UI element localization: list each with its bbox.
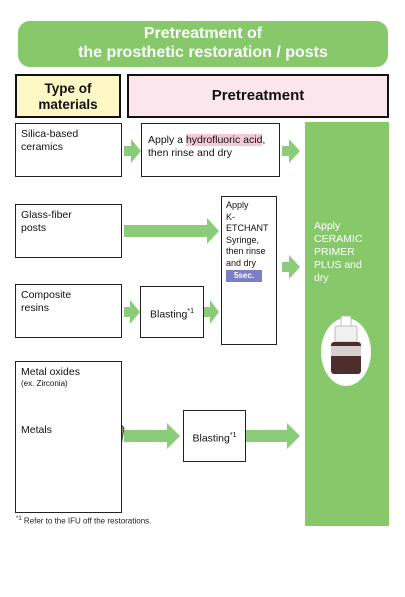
blasting-footnote-mark: *1 bbox=[229, 432, 237, 439]
material-silica-ceramics: Silica-based ceramics bbox=[15, 123, 122, 177]
hf-line-2: then rinse and dry bbox=[148, 147, 233, 159]
material-label: ceramics bbox=[21, 141, 64, 153]
footnote-text: Refer to the IFU off the restorations. bbox=[23, 516, 152, 526]
footnote: *1 Refer to the IFU off the restorations… bbox=[16, 516, 151, 526]
title-line-2: the prosthetic restoration / posts bbox=[78, 44, 328, 61]
arrow-metals-to-blasting bbox=[124, 423, 180, 449]
arrow-hf-to-panel bbox=[282, 139, 300, 163]
final-line: dry bbox=[314, 272, 329, 284]
material-label: Composite bbox=[21, 289, 72, 301]
footnote-mark: *1 bbox=[16, 516, 22, 522]
arrow-etchant-to-panel bbox=[282, 255, 300, 279]
blasting-label: Blasting bbox=[150, 308, 188, 321]
hf-text: , bbox=[262, 134, 266, 146]
material-label: resins bbox=[21, 302, 50, 314]
arrow-blasting-to-panel bbox=[246, 423, 300, 449]
material-metal-oxides-metals: Metal oxides (ex. Zirconia) Metals bbox=[15, 361, 122, 513]
material-glass-fiber-posts: Glass-fiber posts bbox=[15, 204, 122, 258]
etchant-line: then rinse bbox=[226, 246, 266, 256]
title-line-1: Pretreatment of bbox=[143, 25, 263, 42]
final-line: CERAMIC bbox=[314, 233, 363, 245]
etchant-line: Apply bbox=[226, 200, 249, 210]
type-of-materials-header: Type of materials bbox=[15, 74, 121, 118]
arrow-composite-to-blasting bbox=[124, 300, 140, 324]
step-blasting-metals: Blasting*1 bbox=[183, 410, 246, 462]
final-line: PRIMER bbox=[314, 246, 355, 258]
material-label: posts bbox=[21, 222, 47, 234]
arrow-blasting-to-etchant bbox=[204, 300, 219, 324]
step-hydrofluoric-acid: Apply a hydrofluoric acid, then rinse an… bbox=[141, 123, 280, 177]
time-badge: 5sec. bbox=[226, 270, 262, 282]
etchant-line: and dry bbox=[226, 257, 257, 268]
step-blasting-composite: Blasting*1 bbox=[140, 286, 204, 338]
blasting-footnote-mark: *1 bbox=[187, 308, 194, 315]
type-header-line-2: materials bbox=[38, 97, 98, 112]
primer-bottle-icon bbox=[321, 315, 371, 386]
material-label: Metal oxides bbox=[21, 366, 80, 378]
title-banner: Pretreatment of the prosthetic restorati… bbox=[18, 21, 388, 67]
material-sublabel: (ex. Zirconia) bbox=[21, 379, 68, 388]
final-line: PLUS and bbox=[314, 259, 362, 271]
material-label-metals: Metals bbox=[21, 424, 52, 436]
hf-line-1: Apply a hydrofluoric acid, bbox=[148, 134, 273, 147]
final-step-text: Apply CERAMIC PRIMER PLUS and dry bbox=[314, 220, 386, 285]
etchant-line: K-ETCHANT bbox=[226, 211, 269, 234]
arrow-glass-to-etchant bbox=[124, 218, 219, 244]
material-label: Glass-fiber bbox=[21, 209, 72, 221]
hf-highlight: hydrofluoric acid bbox=[185, 134, 263, 146]
material-label: Silica-based bbox=[21, 128, 79, 140]
pretreatment-header: Pretreatment bbox=[127, 74, 389, 118]
material-composite-resins: Composite resins bbox=[15, 284, 122, 338]
etchant-line: Syringe, bbox=[226, 234, 260, 245]
blasting-label: Blasting bbox=[192, 432, 230, 445]
type-header-line-1: Type of bbox=[44, 81, 92, 96]
arrow-silica-to-hf bbox=[124, 139, 141, 163]
hf-text: Apply a bbox=[148, 134, 184, 146]
final-line: Apply bbox=[314, 220, 341, 232]
